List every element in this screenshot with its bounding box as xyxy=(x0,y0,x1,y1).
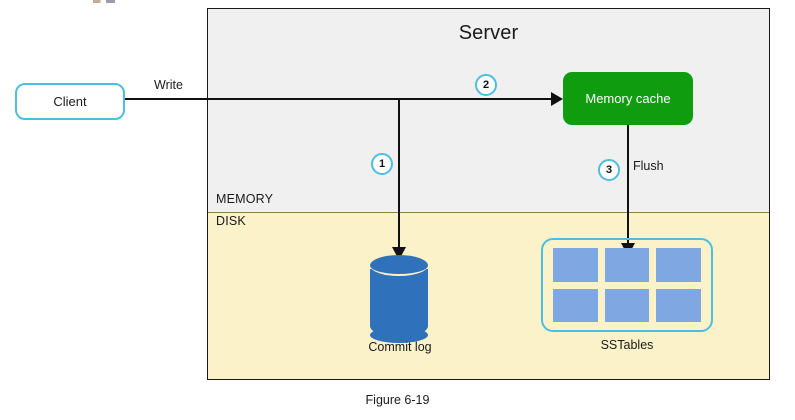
step-badge-3: 3 xyxy=(598,159,620,181)
step-badge-2: 2 xyxy=(475,74,497,96)
memory-cache-node[interactable]: Memory cache xyxy=(563,72,693,125)
write-edge-arrowhead xyxy=(551,92,563,106)
flush-edge-label: Flush xyxy=(633,159,664,173)
sstable-cell xyxy=(656,288,701,322)
server-title: Server xyxy=(458,22,519,44)
cylinder-top-icon xyxy=(370,255,428,276)
sstable-cell xyxy=(553,288,598,322)
memory-zone-label: MEMORY xyxy=(216,192,274,206)
commit-log-node[interactable] xyxy=(368,255,432,355)
sstable-cell xyxy=(656,248,701,282)
client-node[interactable]: Client xyxy=(15,83,125,120)
sstables-node-label: SSTables xyxy=(600,338,654,352)
scan-artifact xyxy=(93,0,115,3)
sstable-cell xyxy=(553,248,598,282)
write-edge-label: Write xyxy=(154,78,183,92)
memory-cache-node-label: Memory cache xyxy=(585,91,671,106)
write-edge-line xyxy=(125,98,559,100)
step-badge-1: 1 xyxy=(371,153,393,175)
figure-caption: Figure 6-19 xyxy=(365,393,430,407)
sstables-node[interactable] xyxy=(541,238,713,332)
cylinder-body-icon xyxy=(370,269,428,337)
sstable-cell xyxy=(604,288,650,322)
disk-zone-label: DISK xyxy=(216,214,246,228)
commit-log-node-label: Commit log xyxy=(368,340,432,354)
commit-log-edge-line xyxy=(398,99,400,251)
client-node-label: Client xyxy=(53,94,87,109)
flush-edge-line xyxy=(627,125,629,247)
sstable-cell xyxy=(604,248,650,282)
